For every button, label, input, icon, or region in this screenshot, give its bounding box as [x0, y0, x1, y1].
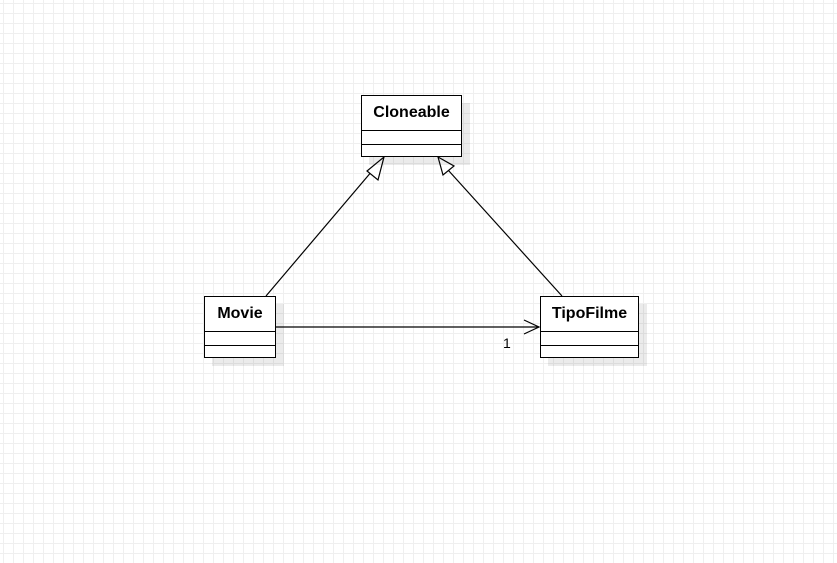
association-arrowhead — [523, 319, 541, 335]
movie-generalization-arrowhead — [366, 155, 386, 182]
class-movie[interactable]: Movie — [204, 296, 276, 358]
association-multiplicity-label: 1 — [503, 335, 511, 351]
tipofilme-generalization-arrowhead — [437, 155, 456, 177]
class-tipofilme[interactable]: TipoFilme — [540, 296, 639, 358]
class-cloneable-name: Cloneable — [373, 104, 450, 121]
class-tipofilme-attributes[interactable] — [541, 331, 638, 345]
class-cloneable-operations[interactable] — [362, 144, 461, 156]
tipofilme-generalization-line[interactable] — [448, 170, 563, 297]
class-movie-operations[interactable] — [205, 345, 275, 357]
class-movie-name: Movie — [217, 305, 263, 322]
class-cloneable-attributes[interactable] — [362, 130, 461, 144]
class-movie-attributes[interactable] — [205, 331, 275, 345]
movie-generalization-line[interactable] — [265, 170, 373, 297]
class-cloneable[interactable]: Cloneable — [361, 95, 462, 157]
class-tipofilme-name: TipoFilme — [551, 305, 628, 322]
class-tipofilme-operations[interactable] — [541, 345, 638, 357]
